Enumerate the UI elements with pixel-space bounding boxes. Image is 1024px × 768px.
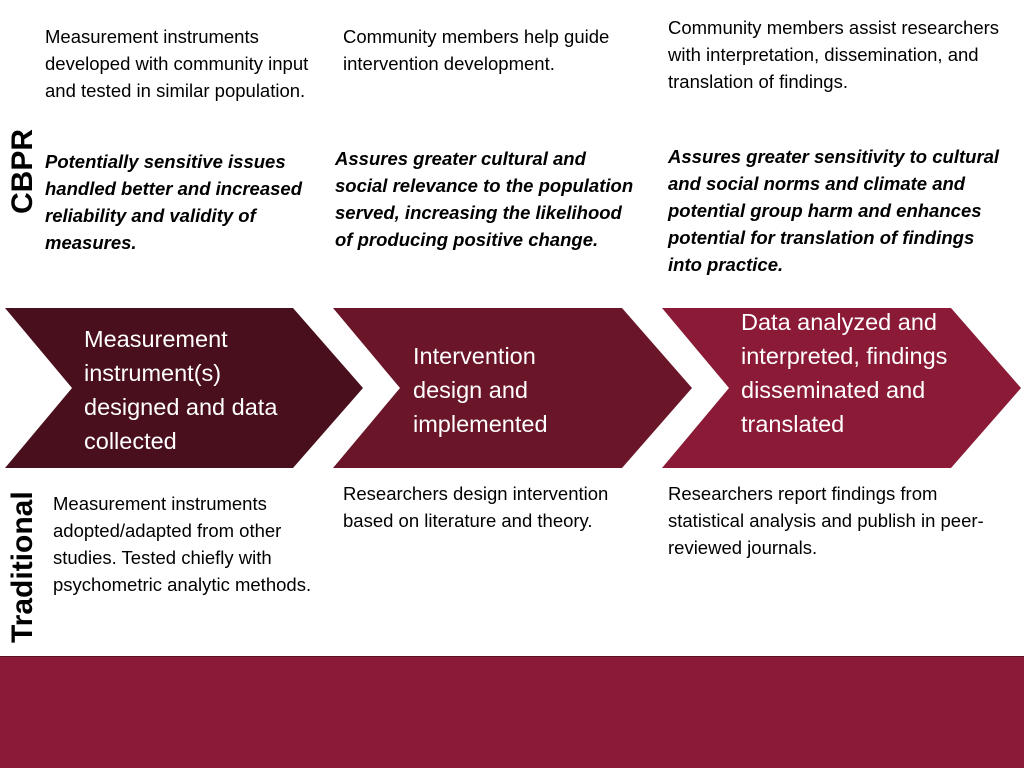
step-1-chevron: [5, 308, 363, 468]
cbpr-benefit-3: Assures greater sensitivity to cultural …: [668, 146, 1000, 275]
traditional-description-2: Researchers design intervention based on…: [343, 483, 609, 531]
step-1-label: Measurement instrument(s) designed and d…: [84, 326, 278, 454]
step-3-label: Data analyzed and interpreted, findings …: [741, 309, 948, 437]
traditional-description-1: Measurement instruments adopted/adapted …: [53, 493, 312, 595]
step-2-label: Intervention design and implemented: [413, 343, 548, 437]
cbpr-description-3: Community members assist researchers wit…: [668, 17, 1000, 92]
step-3-chevron: [662, 308, 1021, 468]
cbpr-benefit-2: Assures greater cultural and social rele…: [335, 148, 634, 250]
step-2-chevron: [333, 308, 692, 468]
cbpr-description-2: Community members help guide interventio…: [343, 26, 610, 74]
cbpr-description-1: Measurement instruments developed with c…: [45, 26, 309, 101]
traditional-description-3: Researchers report findings from statist…: [668, 483, 984, 558]
cbpr-benefit-1: Potentially sensitive issues handled bet…: [45, 151, 303, 253]
footer-band: [0, 656, 1024, 768]
